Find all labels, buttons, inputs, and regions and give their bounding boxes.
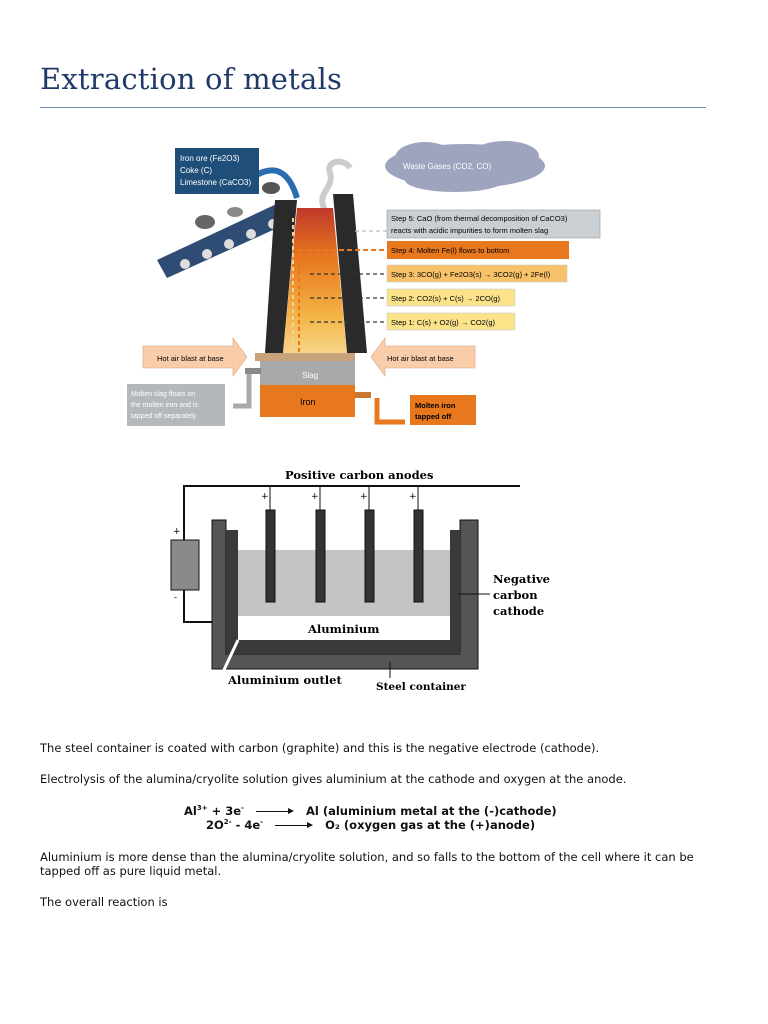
carbon-anode-1 bbox=[265, 509, 276, 603]
iron-label: Iron bbox=[300, 397, 316, 407]
iron-layer bbox=[260, 385, 355, 417]
aluminium-layer bbox=[238, 616, 450, 640]
iron-outflow-arrow bbox=[374, 398, 405, 425]
step1-label: Step 1: C(s) + O2(g) → CO2(g) bbox=[391, 318, 495, 327]
step4-label: Step 4: Molten Fe(l) flows to bottom bbox=[391, 246, 509, 255]
slag-layer bbox=[260, 361, 355, 385]
electrolysis-cell-diagram: Positive carbon anodes + + + + + - Alumi… bbox=[170, 468, 550, 693]
anodes-label: Positive carbon anodes bbox=[285, 468, 433, 482]
iron-tapped-line1: Molten iron bbox=[415, 401, 456, 410]
slag-note-line2: the molten iron and is bbox=[131, 402, 198, 409]
input-iron-ore: Iron ore (Fe2O3) bbox=[180, 154, 240, 163]
step2-box bbox=[386, 288, 516, 307]
hot-air-left-arrow bbox=[142, 337, 248, 377]
battery-minus: - bbox=[174, 593, 177, 603]
blast-furnace-diagram: Iron ore (Fe2O3) Coke (C) Limestone (CaC… bbox=[127, 141, 601, 426]
cathode-label-1: Negative bbox=[493, 572, 550, 586]
step2-label: Step 2: CO2(s) + C(s) → 2CO(g) bbox=[391, 294, 500, 303]
anode-bus-wire bbox=[183, 485, 520, 542]
feed-arrow bbox=[253, 167, 300, 199]
eq1-electron-charge: - bbox=[241, 804, 244, 813]
page-title: Extraction of metals bbox=[40, 62, 343, 96]
aluminium-outlet-pipe bbox=[220, 639, 240, 675]
equation-anode: 2O2- - 4e- O₂ (oxygen gas at the (+)anod… bbox=[206, 818, 535, 832]
anode-plus-1: + bbox=[261, 492, 269, 502]
step3-label: Step 3: 3CO(g) + Fe2O3(s) → 3CO2(g) + 2F… bbox=[391, 270, 551, 279]
iron-tapped-line2: tapped off bbox=[415, 412, 452, 421]
iron-tap bbox=[355, 392, 371, 398]
step5-line2: reacts with acidic impurities to form mo… bbox=[391, 226, 548, 235]
hot-air-left-label: Hot air blast at base bbox=[157, 354, 224, 363]
step3-box bbox=[386, 264, 568, 283]
carbon-anode-2 bbox=[315, 509, 326, 603]
battery-plus: + bbox=[173, 527, 181, 537]
waste-gases-cloud bbox=[385, 141, 545, 192]
iron-tapped-box bbox=[410, 395, 476, 425]
paragraph-density: Aluminium is more dense than the alumina… bbox=[40, 850, 694, 878]
container-label: Steel container bbox=[376, 681, 466, 693]
reaction-arrow-icon bbox=[255, 807, 294, 817]
eq2-electron-charge: - bbox=[260, 818, 264, 827]
eq2-product: O₂ (oxygen gas at the (+)anode) bbox=[325, 818, 536, 832]
title-divider bbox=[40, 107, 706, 108]
step-arrows bbox=[310, 230, 387, 323]
anode-plus-2: + bbox=[311, 492, 319, 502]
slag-note-line3: tapped off separately bbox=[131, 413, 197, 420]
input-limestone: Limestone (CaCO3) bbox=[180, 178, 251, 187]
anode-plus-3: + bbox=[360, 492, 368, 502]
paragraph-electrolysis: Electrolysis of the alumina/cryolite sol… bbox=[40, 772, 627, 786]
hot-air-right-arrow bbox=[370, 337, 476, 377]
carbon-anode-4 bbox=[413, 509, 424, 603]
hot-air-right-label: Hot air blast at base bbox=[387, 354, 454, 363]
slag-tap bbox=[245, 368, 261, 374]
step1-box bbox=[386, 312, 516, 331]
cathode-label-3: cathode bbox=[493, 604, 544, 618]
outlet-label: Aluminium outlet bbox=[227, 673, 342, 687]
input-coke: Coke (C) bbox=[180, 166, 212, 175]
paragraph-cathode: The steel container is coated with carbo… bbox=[40, 741, 600, 755]
furnace-right-wall bbox=[333, 194, 367, 353]
reaction-arrow-icon bbox=[275, 821, 314, 831]
slag-note-line1: Molten slag floats on bbox=[131, 391, 195, 398]
paragraph-overall: The overall reaction is bbox=[40, 895, 168, 909]
slag-label: Slag bbox=[302, 371, 318, 380]
step4-box bbox=[387, 241, 569, 259]
cathode-label-2: carbon bbox=[493, 588, 538, 602]
slag-note-box bbox=[127, 384, 225, 426]
equation-cathode: Al3+ + 3e- Al (aluminium metal at the (-… bbox=[184, 804, 557, 818]
conveyor-belt bbox=[157, 182, 295, 278]
eq1-product: Al (aluminium metal at the (-)cathode) bbox=[305, 804, 557, 818]
carbon-anode-3 bbox=[364, 509, 375, 603]
furnace-left-wall bbox=[265, 200, 297, 353]
carbon-lining bbox=[226, 530, 460, 654]
eq1-electrons: + 3e bbox=[207, 804, 242, 818]
eq2-charge: 2- bbox=[223, 818, 232, 827]
smoke-plume bbox=[319, 158, 353, 212]
anode-plus-4: + bbox=[409, 492, 417, 502]
waste-gases-label: Waste Gases (CO2, CO) bbox=[403, 162, 492, 171]
aluminium-label: Aluminium bbox=[307, 622, 379, 636]
step5-line1: Step 5: CaO (from thermal decomposition … bbox=[391, 214, 568, 223]
inputs-box bbox=[175, 148, 259, 194]
power-supply bbox=[170, 539, 200, 591]
step5-box bbox=[386, 209, 601, 239]
eq2-electrons: - 4e bbox=[231, 818, 261, 832]
eq2-ion: 2O bbox=[206, 818, 224, 832]
slag-outflow-arrow bbox=[233, 374, 252, 409]
eq1-ion: Al bbox=[184, 804, 197, 818]
eq1-charge: 3+ bbox=[196, 804, 208, 813]
